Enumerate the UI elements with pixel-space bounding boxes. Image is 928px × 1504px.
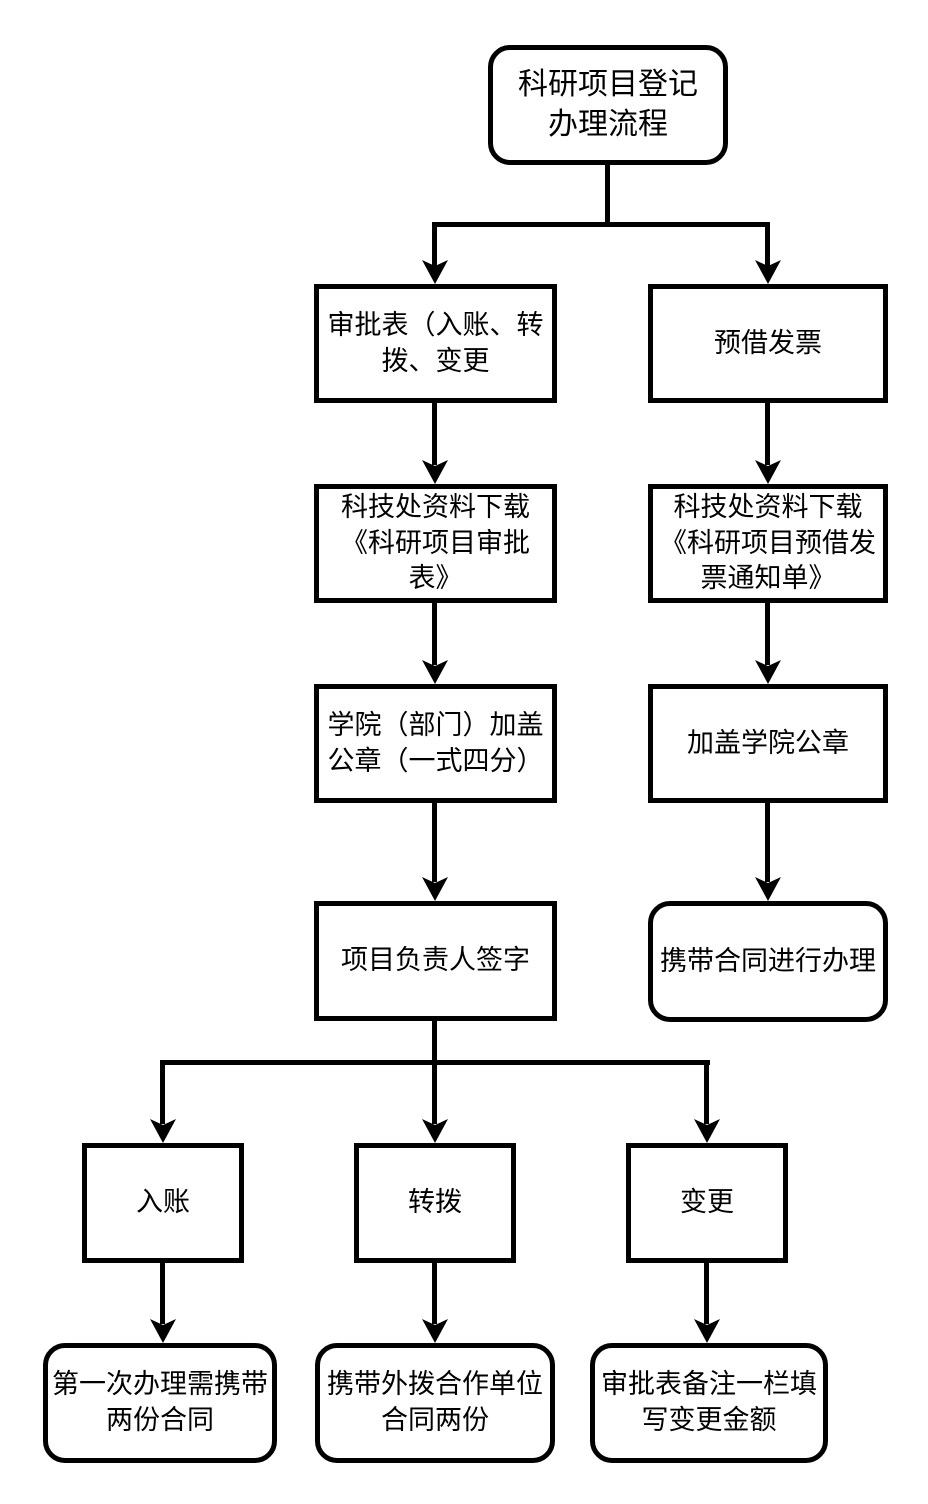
node-bring-contract: 携带合同进行办理: [648, 901, 888, 1022]
node-ruzhang: 入账: [82, 1143, 244, 1263]
node-biangeng: 变更: [626, 1143, 788, 1263]
node-download-invoice-notice: 科技处资料下载 《科研项目预借发 票通知单》: [648, 484, 888, 603]
node-advance-invoice: 预借发票: [648, 284, 888, 403]
connector-line: [704, 1263, 709, 1324]
node-start: 科研项目登记 办理流程: [488, 45, 728, 165]
connector-line: [432, 603, 437, 665]
node-download-approval-form: 科技处资料下载 《科研项目审批 表》: [314, 484, 557, 603]
node-dept-seal: 学院（部门）加盖 公章（一式四分）: [314, 684, 557, 803]
node-leader-sign: 项目负责人签字: [314, 901, 557, 1021]
node-remark-amount: 审批表备注一栏填 写变更金额: [590, 1343, 828, 1463]
connector-line: [432, 1021, 437, 1065]
connector-line: [765, 803, 770, 882]
connector-line: [765, 603, 770, 665]
connector-line: [765, 222, 770, 266]
connector-line: [432, 1263, 437, 1324]
connector-line: [432, 803, 437, 882]
node-college-seal: 加盖学院公章: [648, 684, 888, 803]
connector-line: [160, 1263, 165, 1324]
connector-line: [432, 1060, 437, 1124]
connector-line: [765, 403, 770, 465]
node-zhuanbo: 转拨: [354, 1143, 516, 1263]
connector-line: [605, 165, 610, 225]
node-first-time-contracts: 第一次办理需携带 两份合同: [43, 1343, 277, 1463]
connector-line: [432, 222, 770, 227]
connector-line: [432, 403, 437, 465]
node-approval-form: 审批表（入账、转 拨、变更: [314, 284, 557, 403]
connector-line: [704, 1060, 709, 1124]
connector-line: [432, 222, 437, 266]
node-partner-contracts: 携带外拨合作单位 合同两份: [315, 1343, 555, 1463]
connector-line: [160, 1060, 165, 1124]
